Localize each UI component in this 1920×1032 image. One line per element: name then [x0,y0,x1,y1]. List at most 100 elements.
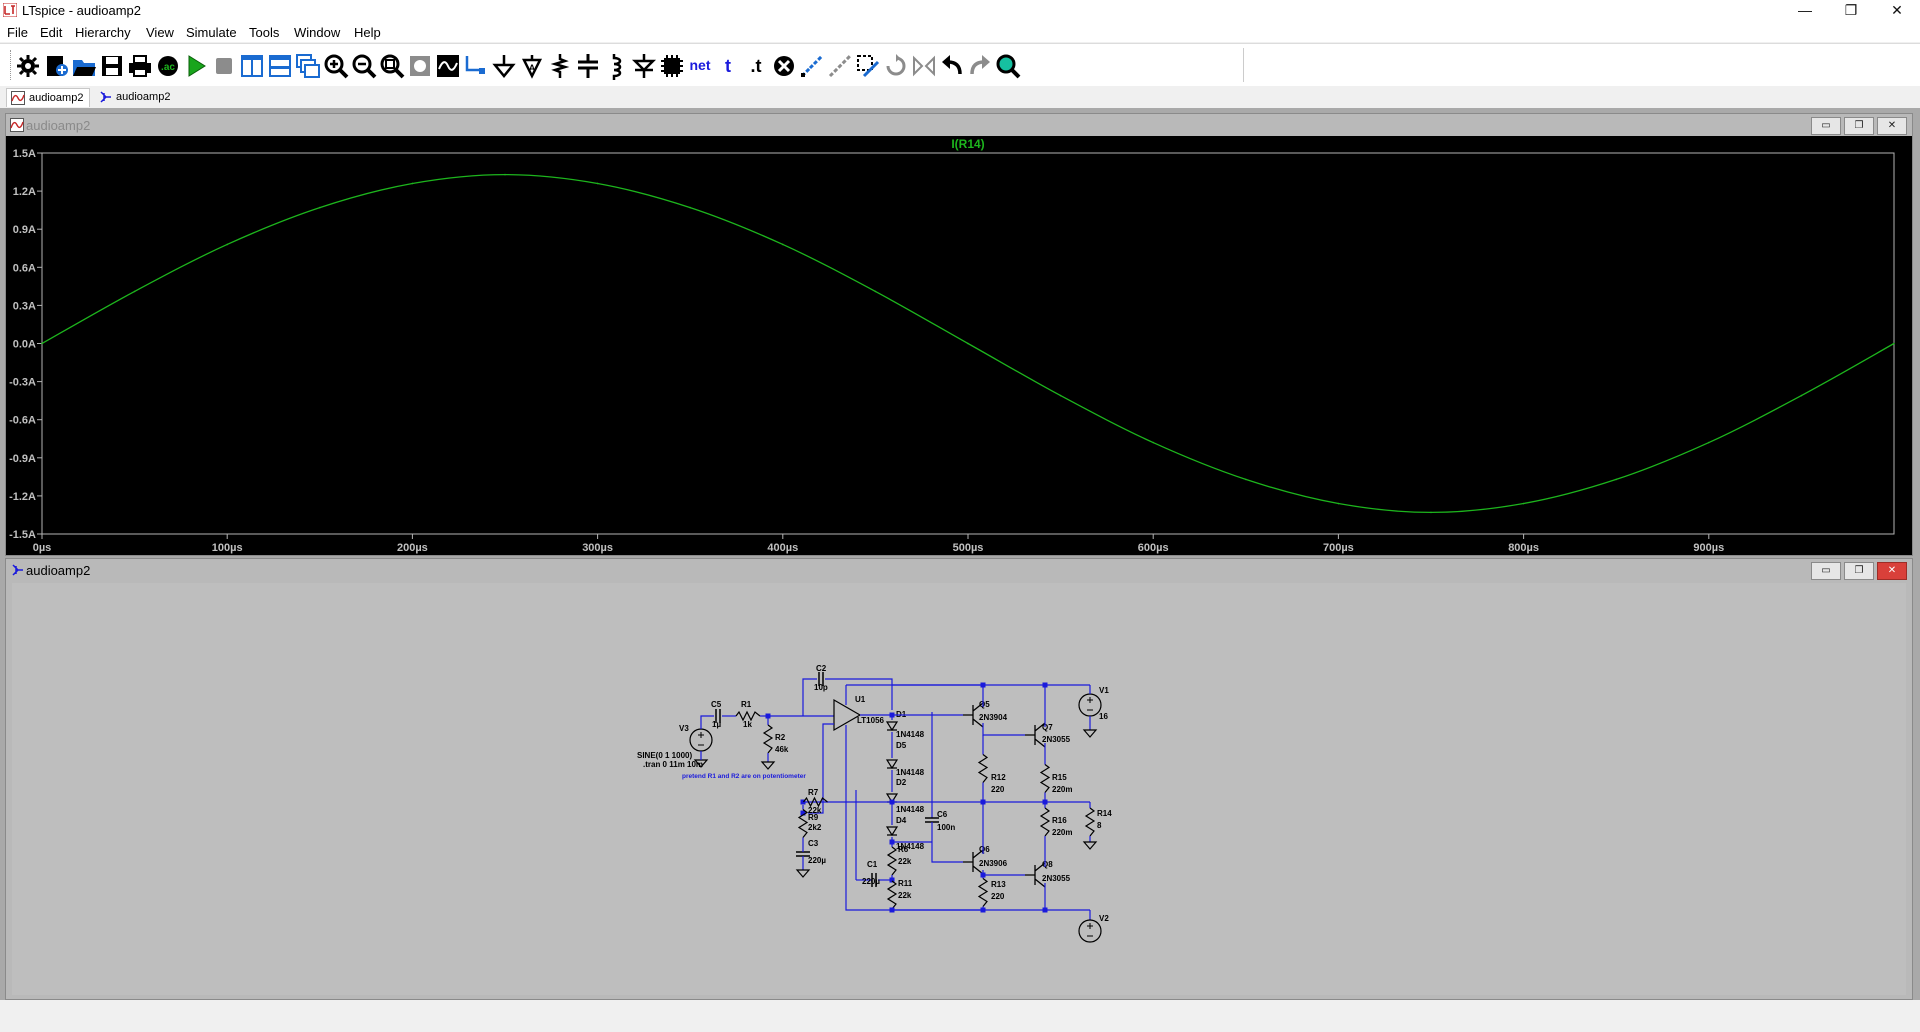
move-button[interactable] [826,52,854,80]
menu-help[interactable]: Help [354,25,381,40]
d4-label: D4 [896,816,907,825]
inductor-button[interactable] [602,52,630,80]
r14-resistor [1084,807,1096,837]
r16-label: R16 [1052,816,1067,825]
zoom-back-button[interactable] [406,52,434,80]
maximize-button[interactable]: ❐ [1844,2,1858,18]
v3-source-polarity [698,732,704,746]
label-net-button[interactable]: A [518,52,546,80]
r12-resistor [977,754,989,783]
diode-button[interactable] [630,52,658,80]
r12-value: 220 [991,785,1005,794]
run-button[interactable] [182,52,210,80]
print-icon [129,55,151,77]
undo-button[interactable] [938,52,966,80]
r15-value: 220m [1052,785,1072,794]
resistor-button[interactable] [546,52,574,80]
mirror-button[interactable] [910,52,938,80]
schematic-restore-button[interactable]: ❐ [1844,562,1874,580]
minimize-button[interactable]: — [1798,2,1812,18]
autorange-button[interactable] [434,52,462,80]
v3-value: SINE(0 1 1000) [637,751,692,760]
status-bar [0,1000,1920,1032]
toolbar-separator [1243,48,1244,82]
v1-value: 16 [1099,712,1108,721]
menu-window[interactable]: Window [294,25,341,40]
component-button[interactable] [658,52,686,80]
find-button[interactable] [994,52,1022,80]
rotate-button[interactable] [882,52,910,80]
v1-ground [1082,729,1098,738]
waveform-plot[interactable]: I(R14)1.5A1.2A0.9A0.6A0.3A0.0A-0.3A-0.6A… [6,136,1912,555]
potentiometer-note: pretend R1 and R2 are on potentiometer [682,773,806,780]
spice-directive-button[interactable]: .t [742,52,770,80]
zoom-fit-button[interactable] [378,52,406,80]
delete-icon [774,56,794,76]
menu-tools[interactable]: Tools [249,25,280,40]
r9-resistor [797,809,809,838]
capacitor-button[interactable] [574,52,602,80]
y-tick-label: -1.5A [9,529,36,541]
halt-button[interactable] [210,52,238,80]
net-text-button[interactable]: net [686,52,714,80]
ground-button[interactable] [490,52,518,80]
q8-value: 2N3055 [1042,874,1071,883]
v3-label: V3 [679,724,689,733]
menu-file[interactable]: File [7,25,28,40]
drag-button[interactable] [854,52,882,80]
waveform-close-button[interactable]: ✕ [1877,117,1907,135]
new-schematic-button[interactable] [42,52,70,80]
wire-button[interactable] [462,52,490,80]
tab-schematic[interactable]: audioamp2 [94,88,176,106]
svg-text:A: A [529,63,536,73]
control-panel-button[interactable] [14,52,42,80]
c3-label: C3 [808,839,819,848]
text-button[interactable]: t [714,52,742,80]
close-button[interactable]: ✕ [1891,2,1903,18]
tile-vertical-button[interactable] [238,52,266,80]
ltspice-logo-icon [3,3,17,17]
delete-button[interactable] [770,52,798,80]
tile-horizontal-button[interactable] [266,52,294,80]
menu-hierarchy[interactable]: Hierarchy [75,25,131,40]
cascade-button[interactable] [294,52,322,80]
waveform-icon [10,118,24,132]
r14-ground [1082,841,1098,850]
menu-simulate[interactable]: Simulate [186,25,237,40]
x-tick-label: 200µs [397,542,428,554]
schematic-minimize-button[interactable]: ▭ [1811,562,1841,580]
zoom-in-button[interactable] [322,52,350,80]
r2-label: R2 [775,733,786,742]
tab-waveform[interactable]: audioamp2 [6,88,91,107]
open-icon [73,60,96,76]
waveform-window-titlebar[interactable]: audioamp2 ▭ ❐ ✕ [6,114,1912,136]
v2-source-polarity [1087,923,1093,937]
data-point [1059,394,1062,397]
print-button[interactable] [126,52,154,80]
save-button[interactable] [98,52,126,80]
find-icon [996,54,1021,79]
schematic-window-titlebar[interactable]: audioamp2 ▭ ❐ ✕ [6,559,1912,581]
r6-resistor [886,846,898,876]
r6-value: 22k [898,857,912,866]
menu-view[interactable]: View [146,25,174,40]
trace-title[interactable]: I(R14) [951,137,984,151]
zoom-out-button[interactable] [350,52,378,80]
waveform-restore-button[interactable]: ❐ [1844,117,1874,135]
q5-transistor [963,702,984,728]
data-point [133,290,136,293]
waveform-minimize-button[interactable]: ▭ [1811,117,1841,135]
edit-sim-cmd-button[interactable]: .ac [154,52,182,80]
data-point [1245,478,1247,481]
schematic-close-button[interactable]: ✕ [1877,562,1907,580]
redo-button[interactable] [966,52,994,80]
zoom-back-icon [410,56,430,76]
menu-edit[interactable]: Edit [40,25,63,40]
duplicate-button[interactable] [798,52,826,80]
open-button[interactable] [70,52,98,80]
